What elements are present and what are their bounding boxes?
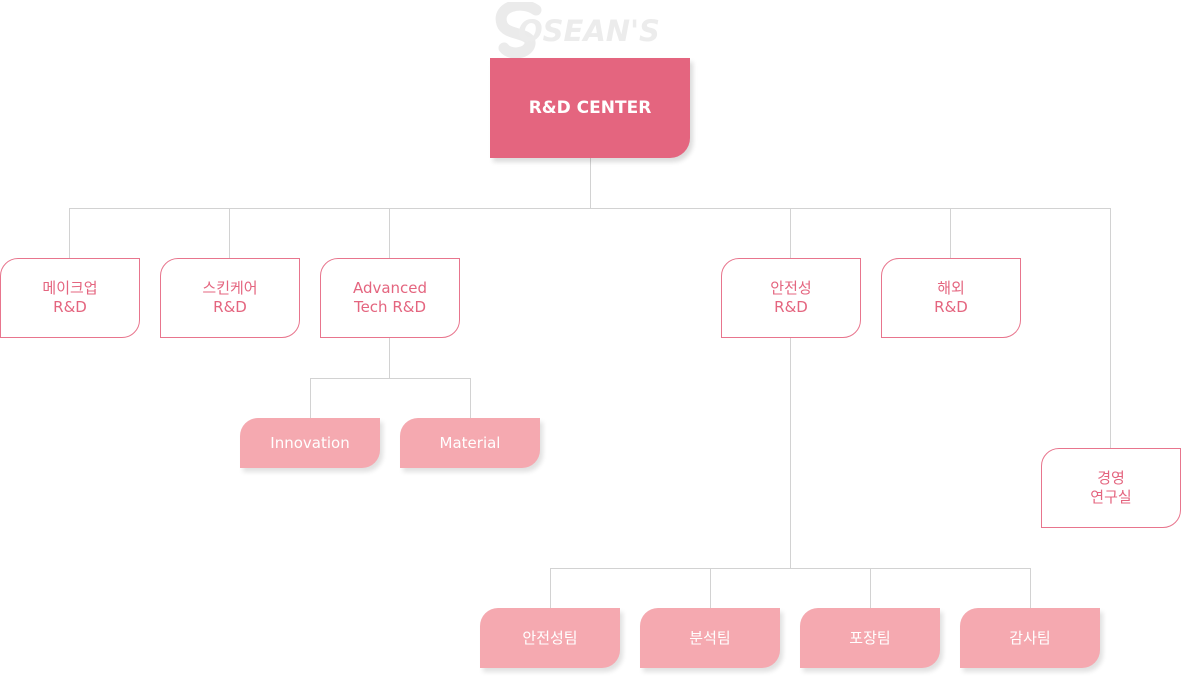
- team-innovation[interactable]: Innovation: [240, 418, 380, 468]
- team-label: 감사팀: [1009, 628, 1051, 647]
- team-label: Innovation: [270, 433, 350, 452]
- dept-management-lab[interactable]: 경영 연구실: [1041, 448, 1181, 528]
- team-label: Material: [439, 433, 501, 452]
- brand-logo: OSEAN'S: [492, 2, 692, 58]
- dept-label-line2: R&D: [774, 298, 808, 316]
- team-safety[interactable]: 안전성팀: [480, 608, 620, 668]
- dept-advanced-tech-rd[interactable]: Advanced Tech R&D: [320, 258, 460, 338]
- dept-skincare-rd[interactable]: 스킨케어 R&D: [160, 258, 300, 338]
- dept-label-line1: 해외: [937, 279, 965, 297]
- logo-wordmark: OSEAN'S: [518, 14, 660, 48]
- rd-center-label: R&D CENTER: [528, 97, 652, 118]
- dept-label-line2: R&D: [213, 298, 247, 316]
- dept-label-line2: R&D: [53, 298, 87, 316]
- dept-label-line1: 메이크업: [42, 279, 98, 297]
- team-label: 포장팀: [849, 628, 891, 647]
- logo-s-mark: [495, 2, 542, 58]
- dept-label-line1: 스킨케어: [202, 279, 258, 297]
- team-audit[interactable]: 감사팀: [960, 608, 1100, 668]
- rd-center-node[interactable]: R&D CENTER: [490, 58, 690, 158]
- team-packaging[interactable]: 포장팀: [800, 608, 940, 668]
- team-label: 분석팀: [689, 628, 731, 647]
- dept-label-line2: R&D: [934, 298, 968, 316]
- dept-overseas-rd[interactable]: 해외 R&D: [881, 258, 1021, 338]
- dept-label-line2: Tech R&D: [353, 298, 427, 316]
- dept-safety-rd[interactable]: 안전성 R&D: [721, 258, 861, 338]
- team-analysis[interactable]: 분석팀: [640, 608, 780, 668]
- dept-label-line1: Advanced: [352, 279, 428, 297]
- team-label: 안전성팀: [522, 628, 578, 647]
- dept-label-line2: 연구실: [1090, 488, 1132, 506]
- dept-makeup-rd[interactable]: 메이크업 R&D: [0, 258, 140, 338]
- dept-label-line1: 안전성: [770, 279, 812, 297]
- team-material[interactable]: Material: [400, 418, 540, 468]
- dept-label-line1: 경영: [1097, 469, 1125, 487]
